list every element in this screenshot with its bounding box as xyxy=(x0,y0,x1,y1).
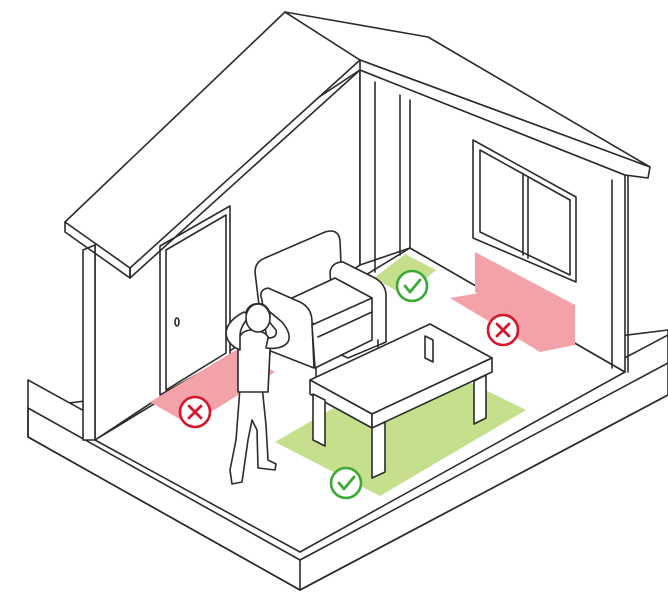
check-circle-icon xyxy=(331,468,361,498)
check-circle-icon xyxy=(397,271,427,301)
x-circle-icon xyxy=(180,397,210,427)
x-circle-icon xyxy=(488,315,518,345)
